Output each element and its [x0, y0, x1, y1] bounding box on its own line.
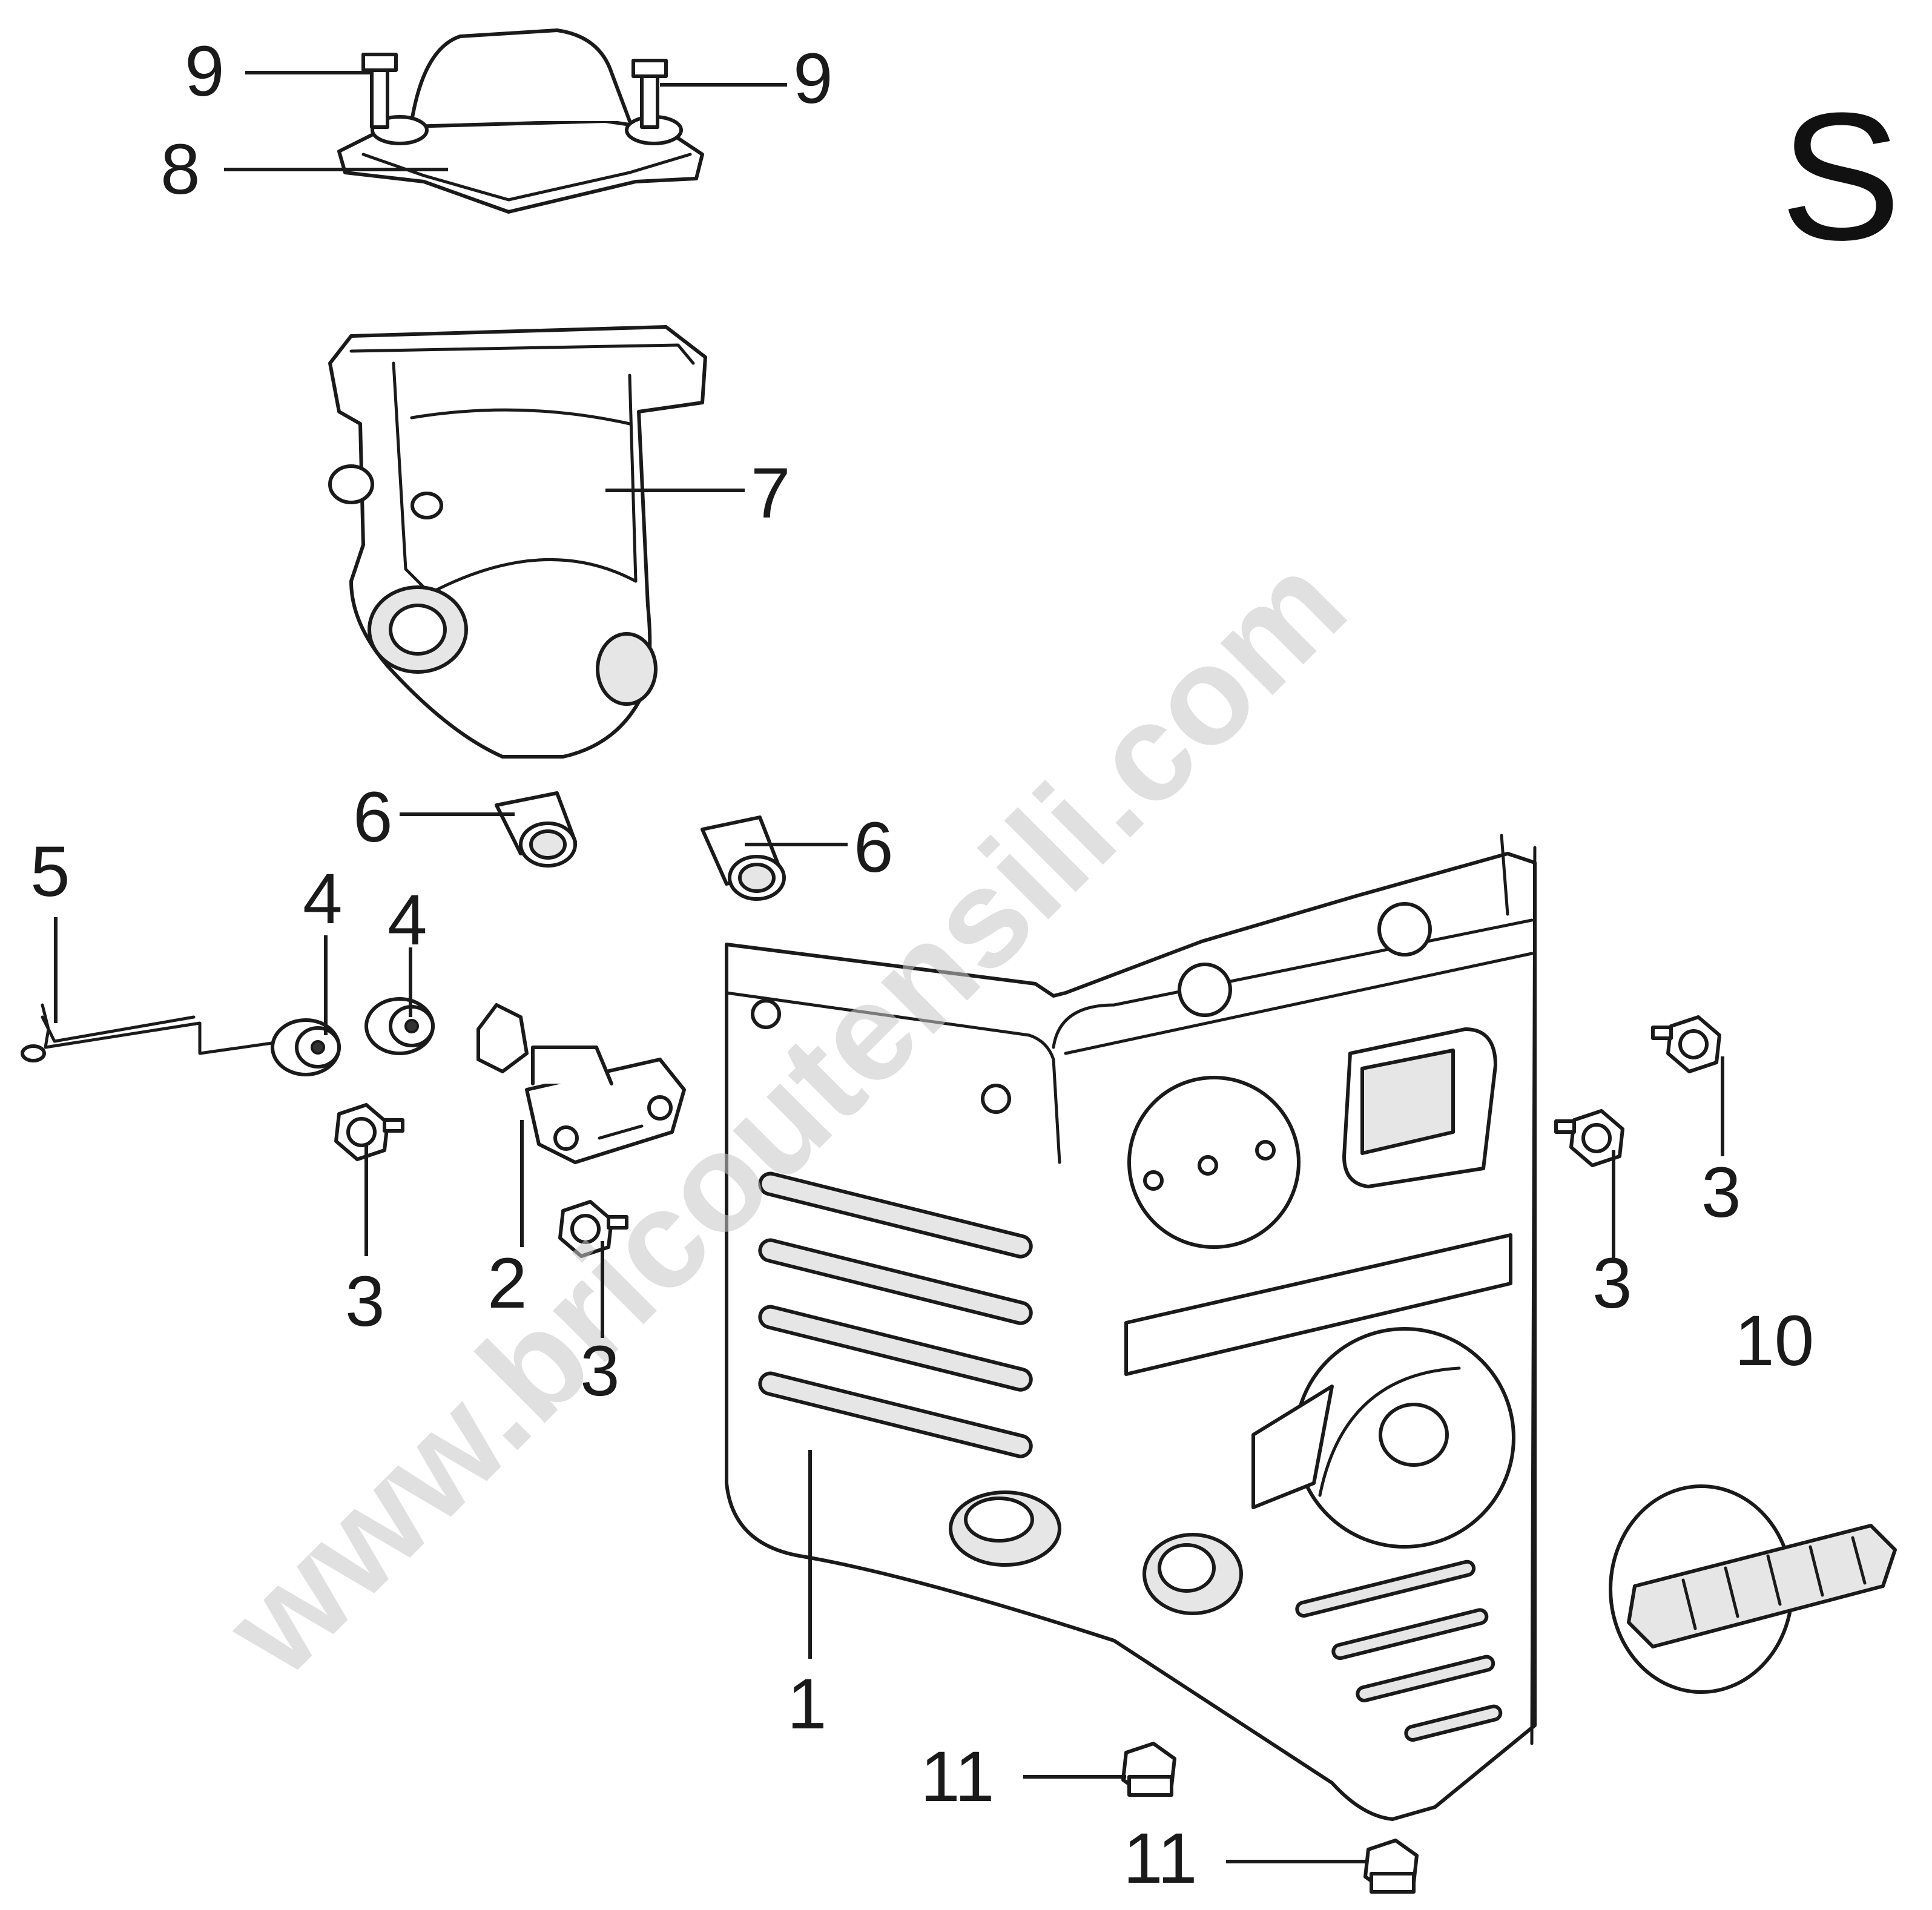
part-9-stud-left: [361, 53, 398, 129]
callout-1: 1: [787, 1664, 827, 1744]
part-11-nut-lower: [1363, 1839, 1419, 1894]
part-6-spacer-right: [701, 815, 786, 901]
callout-10: 10: [1735, 1301, 1814, 1381]
part-3-bolt-b: [558, 1200, 628, 1258]
part-7-muffler: [328, 325, 707, 759]
part-3-bolt-d: [1651, 1015, 1721, 1073]
part-11-nut-upper: [1121, 1742, 1176, 1797]
callout-labels: 9 9 8 7 6 6 5 4 4 3 2 3 3 3 10 1 11 11: [30, 31, 1814, 1898]
callout-3-d: 3: [1701, 1153, 1741, 1233]
callout-3-c: 3: [1592, 1243, 1632, 1323]
part-4-grommet-right: [364, 997, 435, 1055]
part-10-cap: [1609, 1484, 1897, 1694]
part-4-grommet-left: [271, 1018, 341, 1076]
callout-6-left: 6: [353, 777, 393, 857]
callout-9-left: 9: [185, 31, 225, 111]
part-9-stud-right: [631, 59, 668, 129]
leader-lines: [54, 71, 1724, 1863]
callout-9-right: 9: [793, 39, 833, 119]
callout-11-lower: 11: [1123, 1819, 1198, 1898]
callout-11-upper: 11: [920, 1737, 995, 1817]
part-2-bracket: [476, 1003, 686, 1164]
callout-7: 7: [751, 453, 791, 533]
callout-4-left: 4: [303, 859, 343, 939]
corner-letter: S: [1780, 74, 1901, 278]
callout-5: 5: [30, 832, 70, 912]
callout-3-a: 3: [345, 1262, 385, 1342]
part-3-bolt-a: [334, 1103, 404, 1161]
callout-6-right: 6: [854, 808, 894, 887]
part-5-ground-strap: [21, 1003, 305, 1062]
part-1-heat-shield: [725, 834, 1537, 1821]
callout-4-right: 4: [387, 880, 427, 960]
callout-8: 8: [160, 130, 200, 209]
part-6-spacer-left: [495, 791, 577, 868]
callout-2: 2: [487, 1243, 527, 1323]
part-3-bolt-c: [1554, 1109, 1624, 1167]
callout-3-b: 3: [580, 1331, 620, 1411]
